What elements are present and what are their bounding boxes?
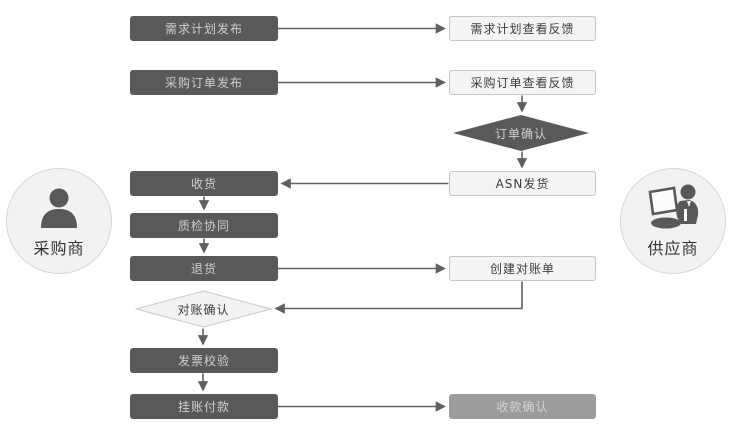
diamond-shape xyxy=(135,290,272,328)
flow-node-po-feedback: 采购订单查看反馈 xyxy=(449,70,596,95)
flow-node-po-publish: 采购订单发布 xyxy=(130,70,278,95)
actor-buyer: 采购商 xyxy=(6,168,112,274)
flow-node-receipt-confirm: 收款确认 xyxy=(449,394,596,419)
supplier-laptop-icon xyxy=(644,183,702,233)
buyer-person-icon xyxy=(36,187,82,233)
decision-label: 订单确认 xyxy=(494,126,547,141)
diamond-shape xyxy=(453,115,589,151)
flow-decision-recon-confirm: 对账确认 xyxy=(135,290,272,328)
actor-buyer-label: 采购商 xyxy=(33,239,85,258)
flow-node-create-recon: 创建对账单 xyxy=(449,256,596,281)
flow-node-quality-collab: 质检协同 xyxy=(130,213,278,238)
flow-decision-order-confirm: 订单确认 xyxy=(453,115,589,151)
flow-node-receive-goods: 收货 xyxy=(130,171,278,196)
actor-supplier: 供应商 xyxy=(620,168,726,274)
flow-node-book-payment: 挂账付款 xyxy=(130,394,278,419)
flow-node-demand-plan-feedback: 需求计划查看反馈 xyxy=(449,16,596,41)
actor-supplier-label: 供应商 xyxy=(647,239,699,258)
flow-node-asn-ship: ASN发货 xyxy=(449,171,596,196)
flow-node-demand-plan-publish: 需求计划发布 xyxy=(130,16,278,41)
connector-create-recon-to-recon-confirm xyxy=(274,281,523,314)
decision-label: 对账确认 xyxy=(177,302,230,317)
flow-node-return-goods: 退货 xyxy=(130,256,278,281)
flow-node-invoice-check: 发票校验 xyxy=(130,348,278,373)
